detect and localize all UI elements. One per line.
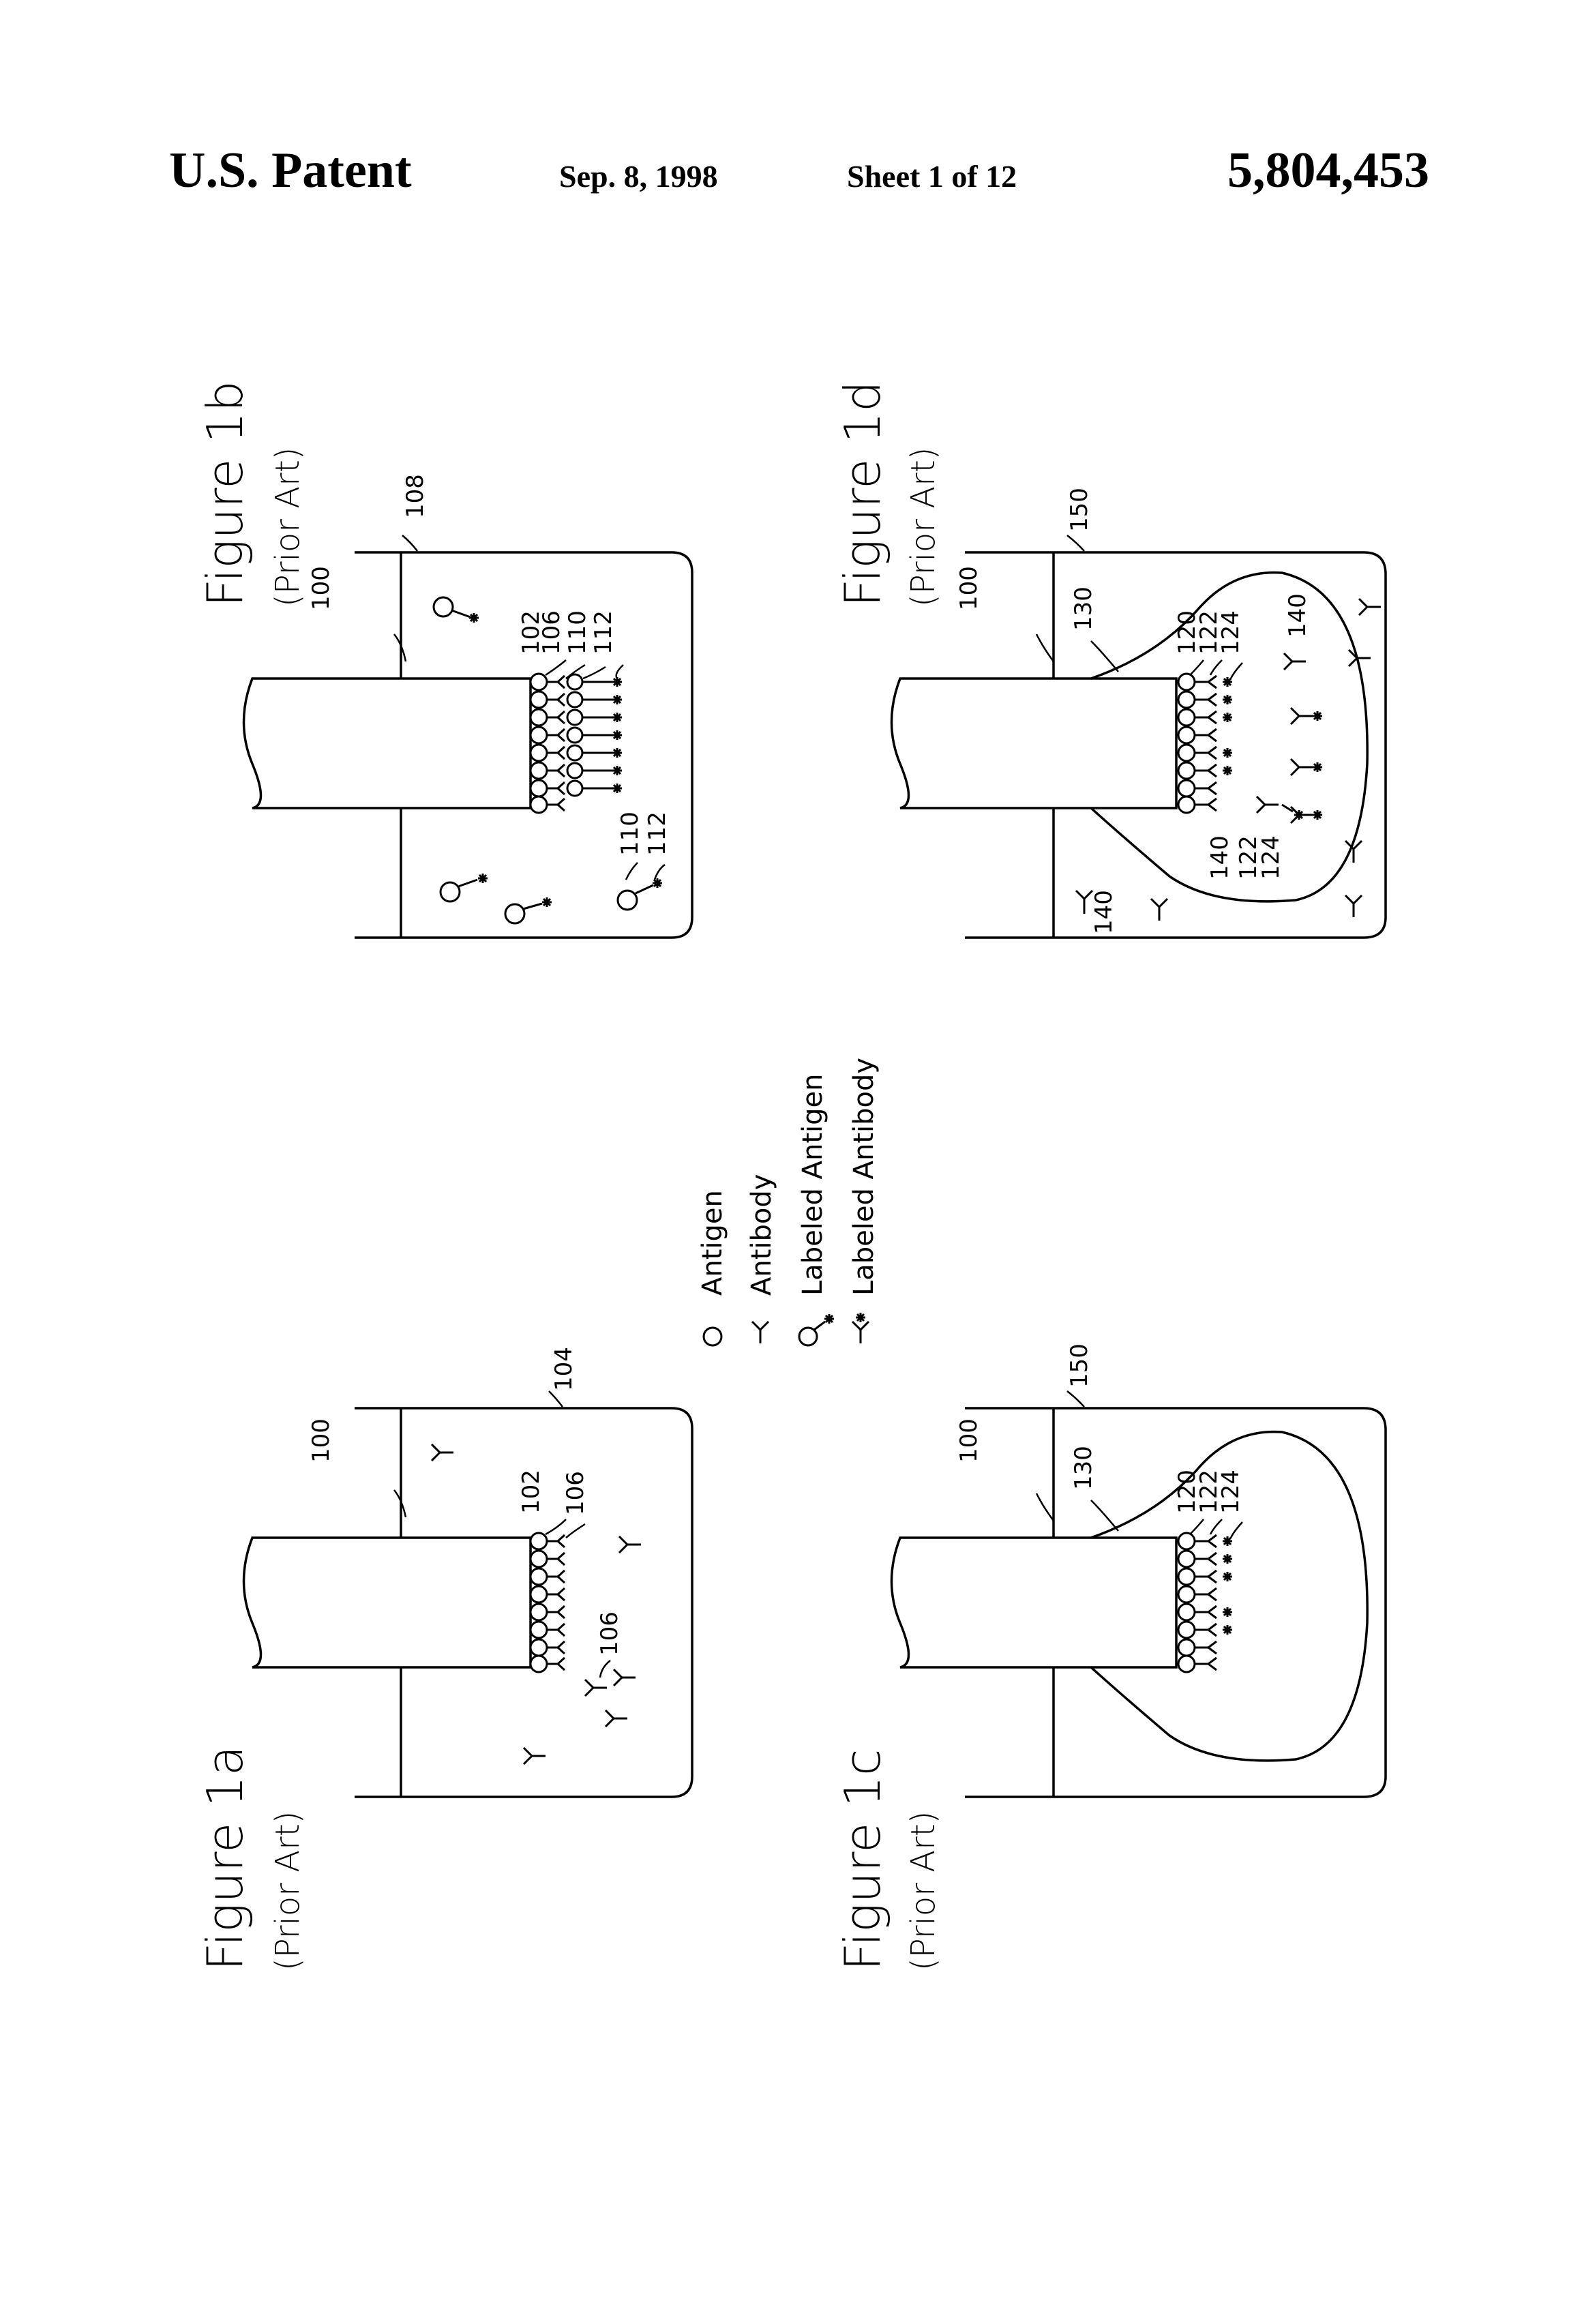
- ref-label: 112: [644, 811, 671, 856]
- legend-labeled-antigen: Labeled Antigen: [797, 1074, 829, 1296]
- ref-label: 102: [518, 1470, 545, 1514]
- figure-1b: 100 102 106 110 112 108 110 112 Figure 1…: [196, 381, 692, 938]
- ref-label: 130: [1070, 586, 1097, 631]
- ref-label: 124: [1217, 610, 1244, 655]
- ref-label: 100: [955, 566, 983, 610]
- ref-label: 110: [616, 811, 644, 856]
- figure-subtitle-1d: (Prior Art): [904, 447, 942, 607]
- legend-antigen: Antigen: [697, 1190, 728, 1296]
- ref-label: 106: [596, 1611, 623, 1656]
- ref-label: 110: [564, 610, 591, 655]
- probe-1a: [244, 1538, 531, 1667]
- ref-label: 106: [538, 610, 565, 655]
- ref-label: 150: [1066, 1343, 1093, 1388]
- legend: Antigen Antibody Labeled Antigen Labeled…: [697, 1058, 880, 1345]
- ref-label: 112: [590, 610, 617, 655]
- probe-1b: [244, 679, 531, 808]
- ref-label: 100: [308, 566, 335, 610]
- figure-title-1c: Figure 1c: [834, 1748, 891, 1971]
- legend-labeled-antibody: Labeled Antibody: [848, 1058, 880, 1296]
- ref-label: 100: [955, 1418, 983, 1463]
- ref-label: 140: [1284, 593, 1311, 638]
- probe-1d: [892, 679, 1177, 808]
- ref-label: 140: [1206, 835, 1234, 880]
- ref-label: 140: [1090, 890, 1118, 934]
- figure-subtitle-1c: (Prior Art): [904, 1811, 942, 1971]
- figure-title-1d: Figure 1d: [834, 381, 891, 607]
- ref-label: 130: [1070, 1446, 1097, 1490]
- figure-title-1a: Figure 1a: [196, 1746, 254, 1971]
- probe-1c: [892, 1538, 1177, 1667]
- figure-1a: 100 102 106 104 106 Figure 1a (Prior Art…: [196, 1347, 692, 1971]
- figure-1d: 100 130 120 122 124 150 140 140 140 122 …: [834, 381, 1386, 938]
- ref-label: 100: [308, 1418, 335, 1463]
- ref-label: 106: [562, 1471, 589, 1515]
- ref-label: 150: [1066, 488, 1093, 532]
- legend-antibody: Antibody: [746, 1174, 777, 1296]
- figure-subtitle-1b: (Prior Art): [269, 447, 307, 607]
- ref-label: 104: [550, 1347, 578, 1391]
- ref-label: 124: [1257, 835, 1285, 880]
- figure-1c: 100 130 120 122 124 150 Figure 1c (Prior…: [834, 1343, 1386, 1971]
- ref-label: 108: [402, 474, 429, 518]
- figure-subtitle-1a: (Prior Art): [269, 1811, 307, 1971]
- figure-title-1b: Figure 1b: [196, 381, 254, 607]
- ref-label: 124: [1217, 1470, 1244, 1514]
